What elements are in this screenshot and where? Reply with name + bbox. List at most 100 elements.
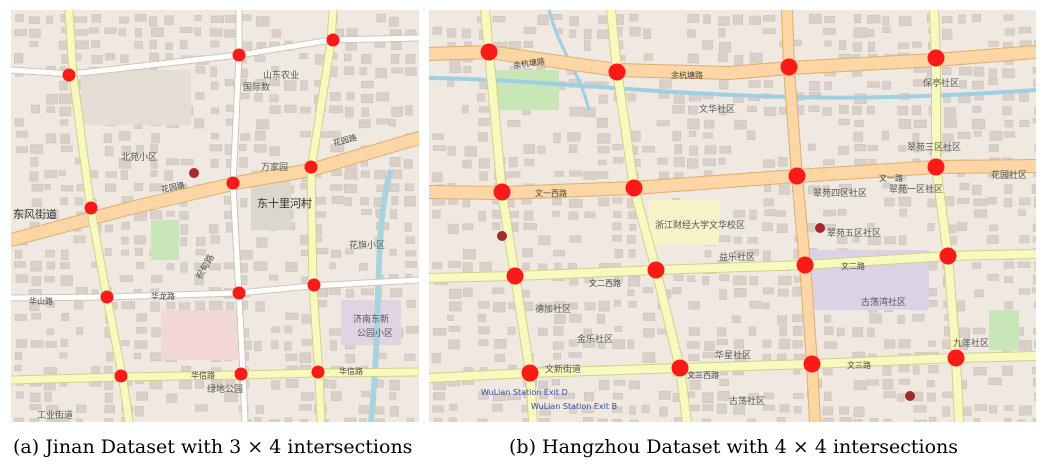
- building-block: [405, 236, 415, 244]
- building-block: [942, 133, 954, 143]
- building-block: [431, 172, 443, 183]
- building-block: [688, 391, 696, 398]
- building-block: [658, 390, 671, 400]
- building-block: [867, 41, 875, 53]
- map-label: 金乐社区: [577, 335, 614, 345]
- building-block: [1003, 417, 1012, 422]
- building-block: [988, 68, 997, 80]
- building-block: [614, 249, 624, 259]
- building-block: [762, 339, 772, 348]
- building-block: [1018, 340, 1033, 351]
- building-block: [390, 29, 402, 36]
- building-block: [898, 15, 912, 27]
- building-block: [538, 235, 551, 246]
- caption-hangzhou: (b) Hangzhou Dataset with 4 × 4 intersec…: [509, 436, 958, 458]
- building-block: [852, 236, 860, 243]
- station-label: WuLian Station Exit B: [531, 402, 618, 411]
- map-label: 保亭社区: [923, 79, 960, 89]
- intersection-marker: [927, 158, 945, 176]
- building-block: [432, 328, 447, 336]
- building-block: [643, 28, 652, 39]
- building-block: [808, 105, 820, 112]
- building-block: [612, 339, 626, 350]
- building-block: [13, 208, 28, 217]
- building-block: [612, 406, 623, 413]
- building-block: [583, 171, 597, 180]
- building-block: [839, 105, 849, 114]
- building-block: [1017, 419, 1026, 422]
- building-block: [852, 327, 863, 338]
- building-block: [551, 379, 560, 386]
- building-block: [300, 234, 308, 245]
- building-block: [16, 391, 24, 399]
- building-block: [255, 405, 264, 414]
- building-block: [195, 301, 205, 311]
- building-block: [988, 144, 999, 152]
- building-block: [271, 380, 281, 390]
- building-block: [642, 352, 656, 363]
- building-block: [882, 130, 890, 141]
- building-block: [793, 406, 802, 414]
- building-block: [973, 198, 988, 207]
- building-block: [461, 105, 469, 114]
- building-block: [928, 416, 937, 422]
- building-block: [477, 93, 486, 102]
- building-block: [133, 182, 144, 191]
- building-block: [867, 29, 875, 37]
- building-block: [838, 118, 850, 125]
- building-block: [59, 106, 72, 117]
- building-block: [166, 158, 179, 166]
- building-block: [492, 210, 501, 219]
- building-block: [553, 132, 561, 144]
- building-block: [31, 104, 40, 114]
- park-area: [989, 310, 1019, 350]
- road-label: 文三西路: [687, 371, 719, 380]
- building-block: [253, 261, 268, 271]
- building-block: [150, 210, 163, 220]
- building-block: [478, 117, 490, 126]
- building-block: [762, 287, 774, 295]
- hangzhou-map-canvas: [429, 10, 1036, 422]
- building-block: [823, 159, 835, 166]
- building-block: [44, 170, 58, 178]
- building-block: [46, 328, 55, 335]
- building-block: [389, 156, 401, 167]
- building-block: [672, 131, 682, 142]
- building-block: [74, 197, 84, 206]
- intersection-marker: [947, 349, 965, 367]
- building-block: [61, 249, 69, 261]
- building-block: [656, 120, 670, 127]
- building-block: [853, 419, 863, 422]
- building-block: [867, 327, 875, 338]
- building-block: [405, 105, 413, 116]
- building-block: [136, 145, 144, 156]
- building-block: [853, 27, 867, 38]
- building-block: [882, 16, 890, 26]
- building-block: [404, 353, 416, 361]
- secondary-road: [65, 10, 133, 422]
- building-block: [689, 379, 701, 390]
- building-block: [403, 159, 413, 169]
- building-block: [989, 405, 998, 414]
- building-block: [583, 328, 592, 337]
- building-block: [195, 404, 208, 412]
- building-block: [1002, 68, 1015, 79]
- building-block: [822, 107, 832, 116]
- building-block: [210, 40, 220, 48]
- building-block: [642, 312, 656, 321]
- building-block: [569, 29, 577, 38]
- building-block: [897, 42, 910, 49]
- building-block: [1034, 144, 1036, 153]
- building-block: [1032, 236, 1036, 243]
- building-block: [552, 14, 563, 21]
- primary-road: [782, 10, 820, 422]
- building-block: [1032, 67, 1036, 75]
- building-block: [148, 16, 158, 27]
- building-block: [628, 380, 640, 390]
- building-block: [867, 223, 875, 230]
- building-block: [597, 314, 605, 325]
- building-block: [494, 354, 505, 362]
- building-block: [629, 26, 641, 37]
- map-label: 翠苑五区社区: [827, 229, 882, 239]
- building-block: [405, 54, 416, 64]
